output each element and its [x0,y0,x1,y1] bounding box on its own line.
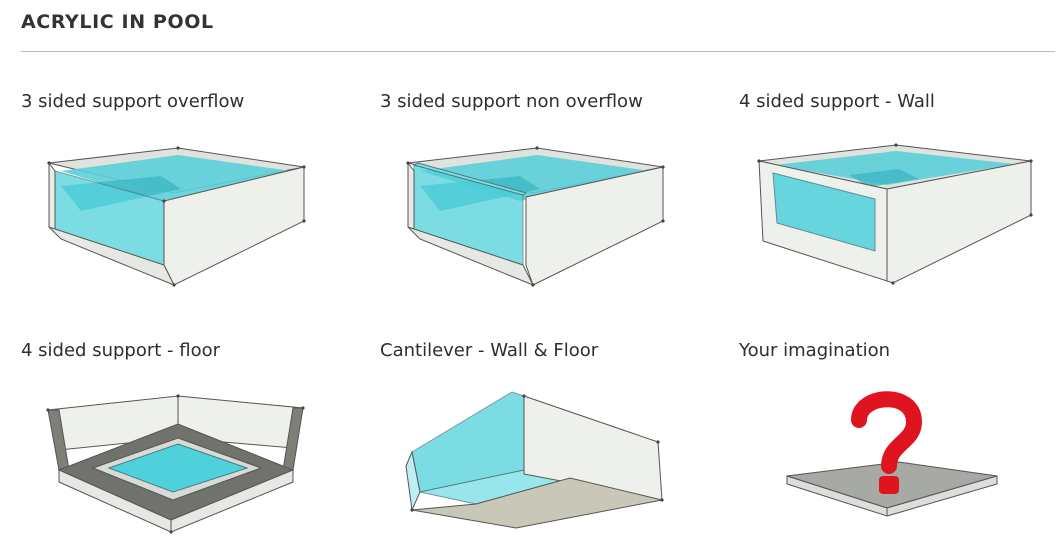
pool-4-sided-wall-illustration [757,143,1033,285]
option-label: 3 sided support overflow [21,91,245,112]
question-mark-icon [851,391,923,494]
option-label: 3 sided support non overflow [380,91,643,112]
pool-3-sided-non-overflow-illustration [406,146,665,287]
option-label: 4 sided support - Wall [739,91,935,112]
pool-3-sided-overflow-illustration [47,146,306,287]
option-label: Your imagination [739,340,891,361]
page-title: ACRYLIC IN POOL [21,11,214,33]
pool-4-sided-floor-illustration [46,394,305,534]
option-label: Cantilever - Wall & Floor [380,340,599,361]
pool-cantilever-illustration [405,391,664,529]
question-mark-illustration [786,391,998,517]
option-label: 4 sided support - floor [21,340,221,361]
title-divider [21,51,1055,52]
